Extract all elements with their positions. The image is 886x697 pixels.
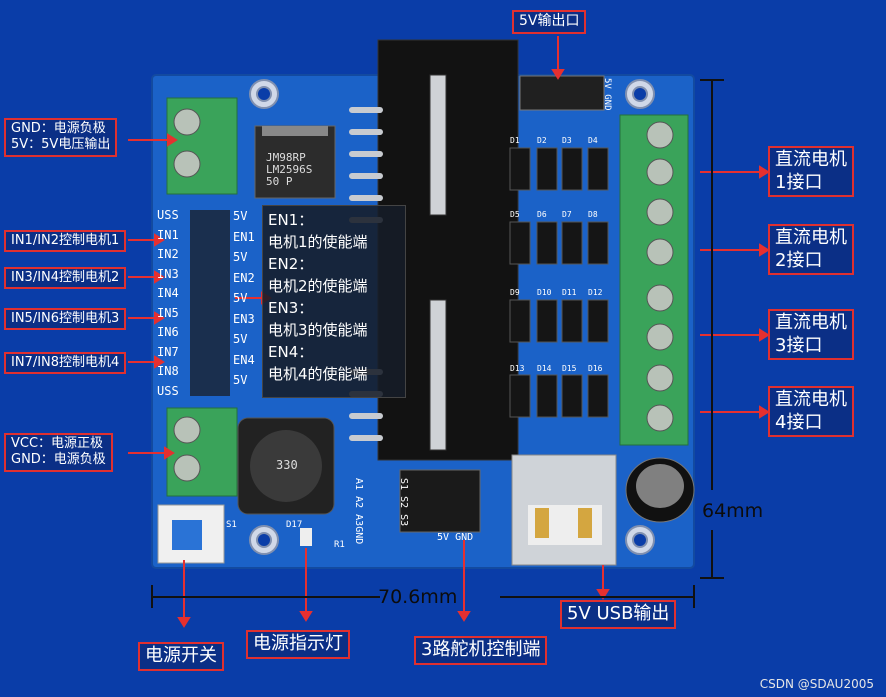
- label-in78: IN7/IN8控制电机4: [4, 352, 127, 375]
- pin-label: IN2: [157, 247, 179, 261]
- jumper-header: [190, 210, 230, 396]
- pin-label: 5V: [233, 250, 248, 264]
- pin-label: EN4: [233, 352, 255, 367]
- mounting-holes: [249, 79, 655, 555]
- usb-port: [511, 454, 617, 566]
- pin-label: USS: [157, 208, 179, 222]
- servo-pin-labels: A1 A2 A3GND: [353, 478, 364, 545]
- label-5v-header: 5V输出口: [512, 10, 587, 34]
- pin-label: 5V: [233, 209, 248, 223]
- label-usb-out: 5V USB输出: [560, 600, 677, 629]
- terminal-vcc-gnd: [166, 407, 238, 497]
- label-motor-2: 直流电机 2接口: [768, 224, 854, 275]
- pin-label: EN1: [233, 229, 255, 244]
- power-switch: [157, 504, 225, 564]
- header-pin-label: 5V GND: [602, 78, 612, 111]
- pin-label: IN1: [157, 227, 179, 242]
- pin-label: IN3: [157, 266, 179, 281]
- pin-label: USS: [157, 383, 179, 398]
- terminal-5v-gnd: [166, 97, 238, 195]
- pin-label: IN5: [157, 305, 179, 320]
- enable-pins-overlay: EN1： 电机1的使能端 EN2： 电机2的使能端 EN3： 电机3的使能端 E…: [262, 205, 406, 398]
- overlay-line: EN4：: [268, 343, 314, 361]
- overlay-line: 电机2的使能端: [268, 277, 368, 295]
- watermark: CSDN @SDAU2005: [759, 677, 874, 691]
- right-pin-labels: 5V EN1 5V EN2 5V EN3 5V EN4 5V: [233, 206, 255, 391]
- pin-label: IN6: [157, 325, 179, 339]
- left-pin-labels: USS IN1 IN2 IN3 IN4 IN5 IN6 IN7 IN8 USS: [157, 206, 179, 401]
- diode-label: D16: [588, 364, 603, 373]
- label-in12: IN1/IN2控制电机1: [4, 230, 127, 253]
- diode-label: D5: [510, 210, 520, 219]
- label-power-switch: 电源开关: [138, 642, 224, 671]
- inductor-marking: 330: [276, 458, 298, 472]
- header-5v-out: [519, 75, 605, 111]
- pin-label: EN2: [233, 270, 255, 285]
- pin-label: 5V: [233, 373, 248, 387]
- diode-label: D2: [537, 136, 547, 145]
- diode-label: D9: [510, 288, 520, 297]
- pin-label: EN3: [233, 311, 255, 326]
- servo-power-labels: 5V GND: [437, 532, 474, 543]
- regulator-chip: [254, 125, 336, 199]
- dimension-lines: [151, 79, 724, 608]
- overlay-line: EN2：: [268, 255, 314, 273]
- servo-s-labels: S1 S2 S3: [398, 478, 409, 527]
- diode-label: D15: [562, 364, 577, 373]
- diode-label: D13: [510, 364, 525, 373]
- diode-label: D4: [588, 136, 598, 145]
- diode-label: D3: [562, 136, 572, 145]
- dimension-width: 70.6mm: [378, 586, 458, 608]
- label-in34: IN3/IN4控制电机2: [4, 267, 127, 290]
- led-marking: D17: [286, 520, 303, 530]
- label-motor-3: 直流电机 3接口: [768, 309, 854, 360]
- overlay-line: 电机3的使能端: [268, 321, 368, 339]
- inductor: [237, 417, 335, 515]
- overlay-line: EN1：: [268, 211, 314, 229]
- diode-label: D1: [510, 136, 520, 145]
- overlay-line: 电机4的使能端: [268, 365, 368, 383]
- switch-marking: S1: [226, 520, 237, 530]
- overlay-line: EN3：: [268, 299, 314, 317]
- pin-label: IN4: [157, 286, 179, 300]
- regulator-marking: JM98RP LM2596S 50 P: [266, 151, 313, 188]
- diode-label: D14: [537, 364, 552, 373]
- overlay-line: 电机1的使能端: [268, 233, 368, 251]
- servo-header: [399, 469, 481, 533]
- pin-label: IN8: [157, 364, 179, 378]
- motor-terminals: [619, 114, 689, 446]
- label-motor-4: 直流电机 4接口: [768, 386, 854, 437]
- label-servo-ports: 3路舵机控制端: [414, 636, 548, 665]
- label-vcc-gnd: VCC：电源正极 GND：电源负极: [4, 433, 113, 472]
- label-in56: IN5/IN6控制电机3: [4, 308, 127, 331]
- capacitor: [625, 457, 695, 523]
- label-motor-1: 直流电机 1接口: [768, 146, 854, 197]
- diode-array: [509, 147, 609, 418]
- pin-label: 5V: [233, 291, 248, 305]
- power-led-part: [300, 528, 312, 546]
- callout-lines: [128, 36, 770, 628]
- diode-label: D10: [537, 288, 552, 297]
- diode-label: D7: [562, 210, 572, 219]
- label-gnd-5v: GND：电源负极 5V：5V电压输出: [4, 118, 118, 157]
- diode-label: D11: [562, 288, 577, 297]
- pin-label: 5V: [233, 332, 248, 346]
- dimension-height: 64mm: [702, 500, 764, 522]
- pin-label: IN7: [157, 344, 179, 359]
- diode-label: D12: [588, 288, 603, 297]
- diode-label: D8: [588, 210, 598, 219]
- resistor-marking: R1: [334, 540, 345, 550]
- diode-label: D6: [537, 210, 547, 219]
- label-power-led: 电源指示灯: [246, 630, 350, 659]
